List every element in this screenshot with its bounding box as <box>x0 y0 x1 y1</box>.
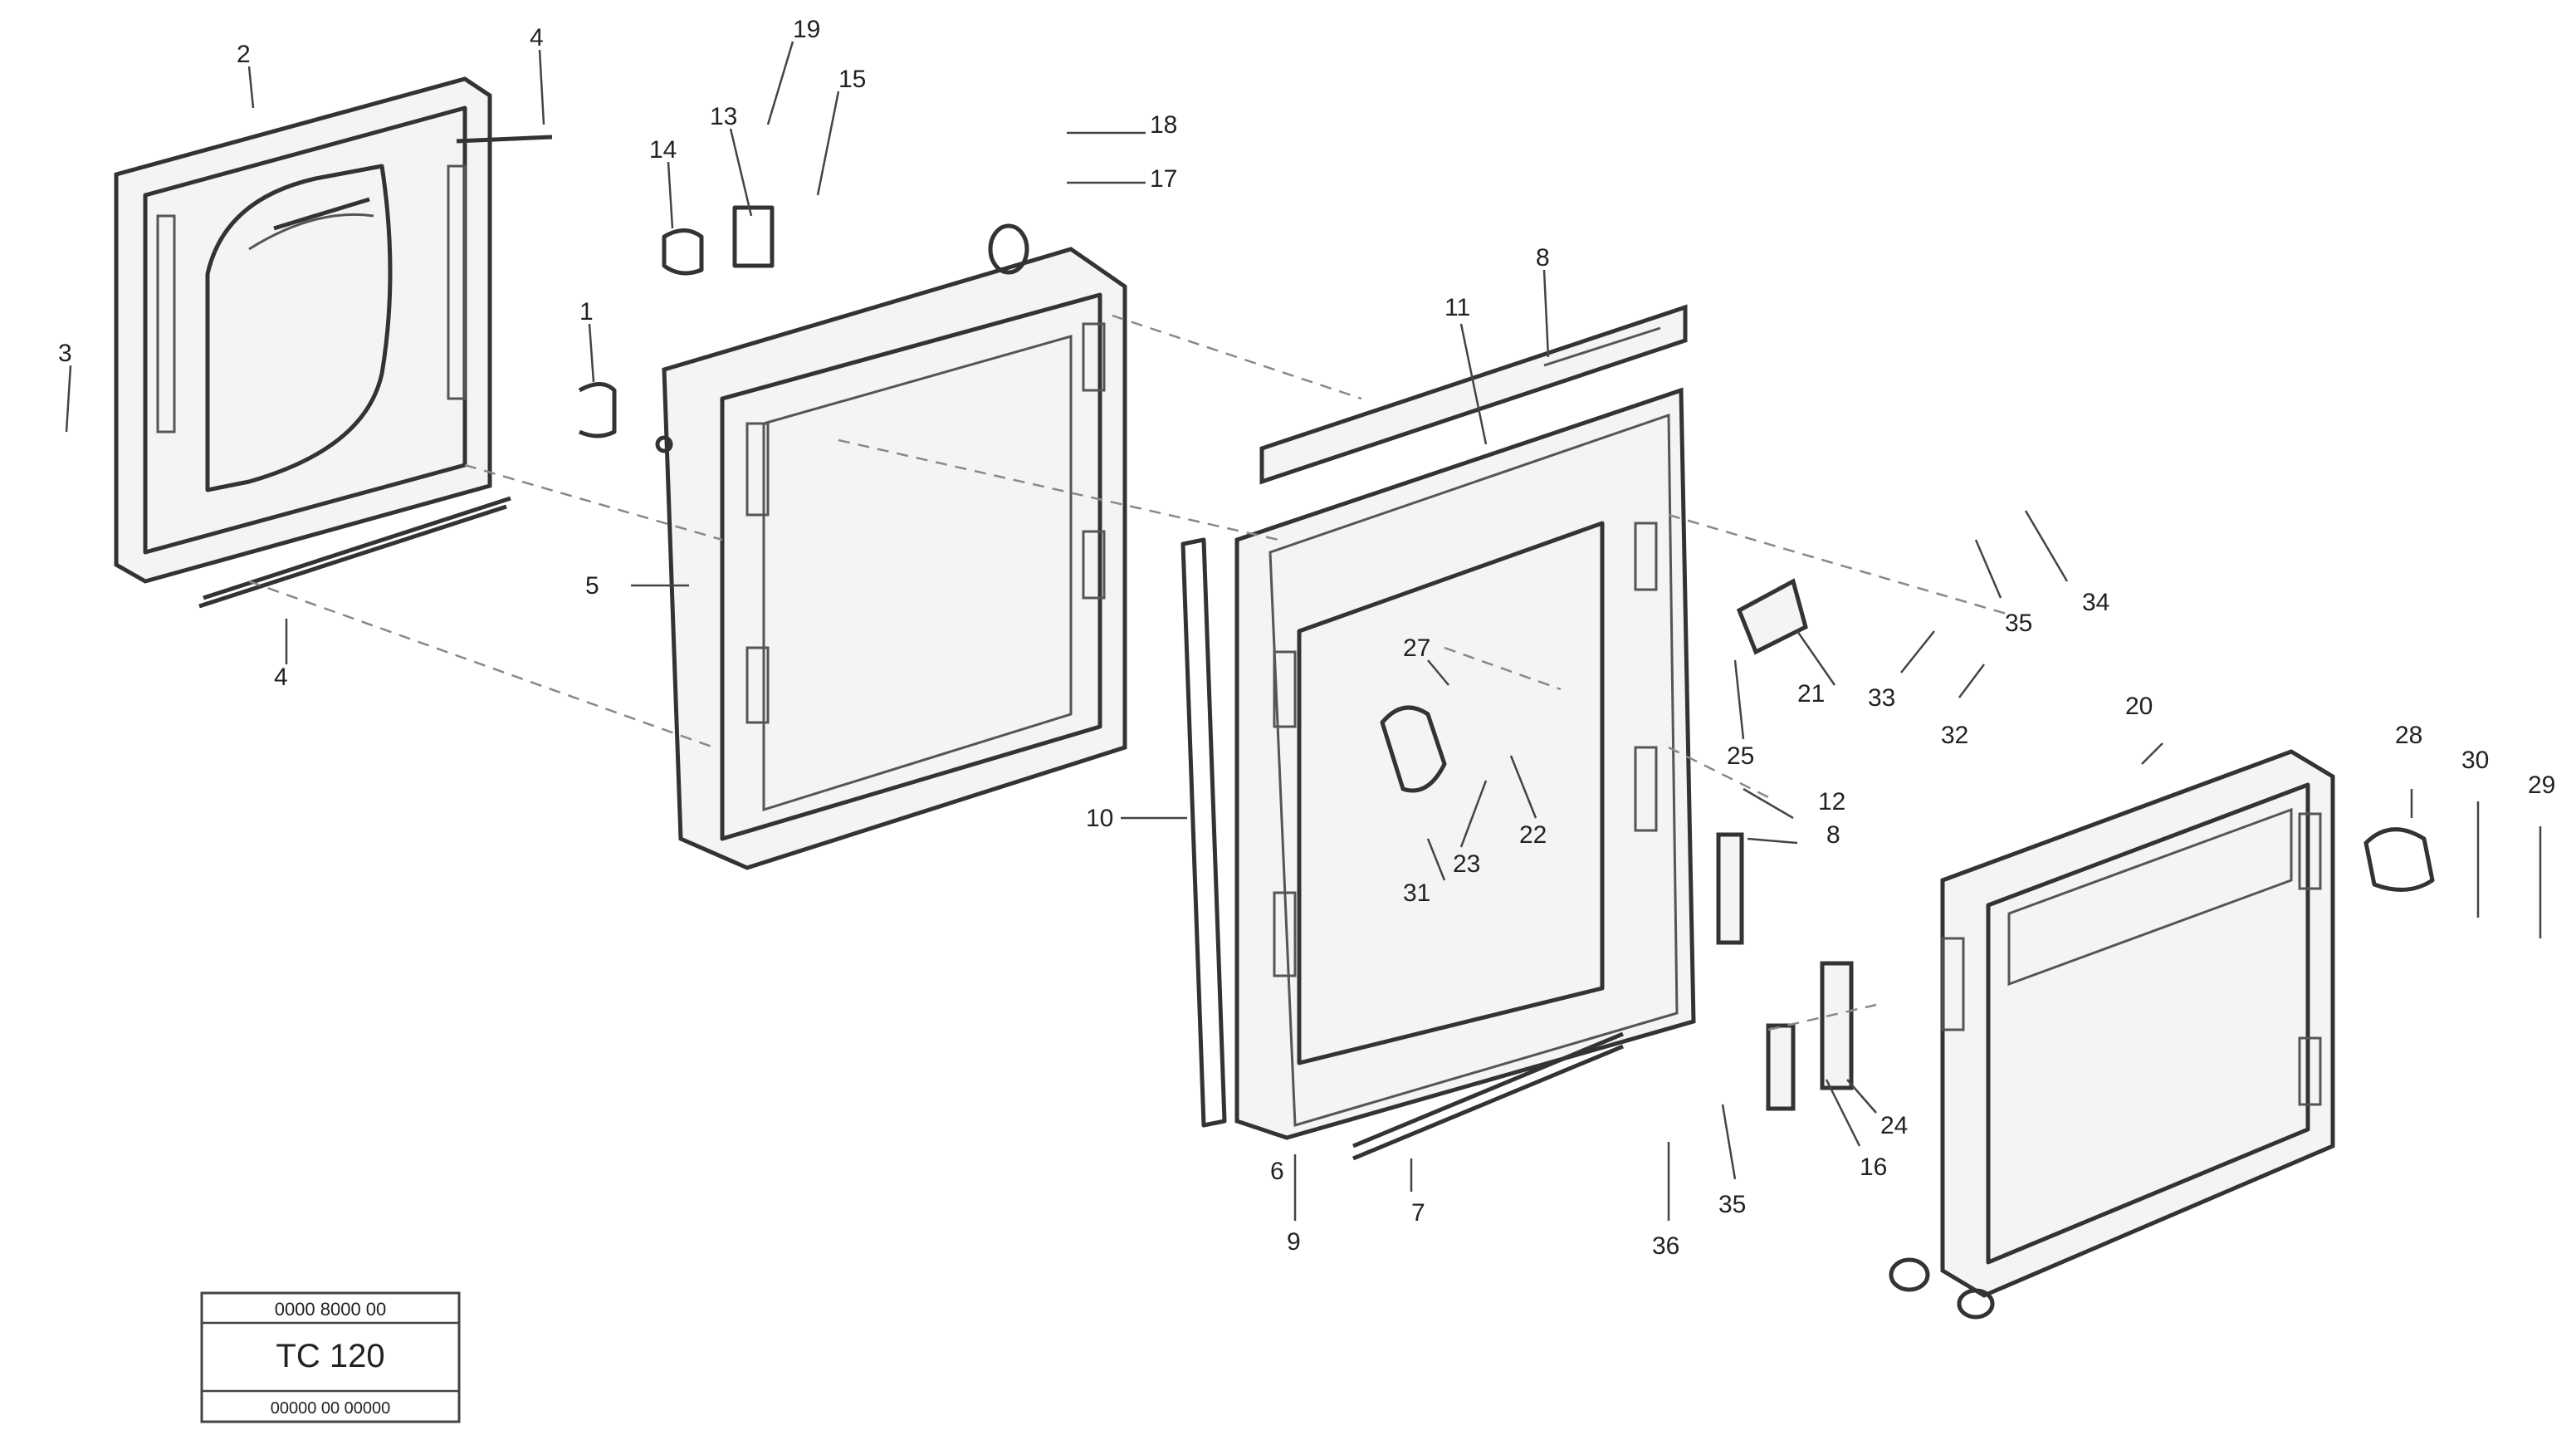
side-radiator <box>1889 749 2335 1320</box>
title-block-main-text: TC 120 <box>276 1338 384 1374</box>
callout-29: 29 <box>2528 771 2555 799</box>
callout-33: 33 <box>1868 684 1895 712</box>
callout-24: 24 <box>1880 1112 1908 1139</box>
title-block-top-text: 0000 8000 00 <box>275 1299 387 1320</box>
callout-22: 22 <box>1519 821 1547 849</box>
callout-30: 30 <box>2461 747 2489 774</box>
callout-27: 27 <box>1403 634 1430 662</box>
callout-31: 31 <box>1403 879 1430 907</box>
callout-3: 3 <box>58 340 72 367</box>
callout-6: 6 <box>1270 1158 1284 1185</box>
callout-14: 14 <box>649 136 677 164</box>
callout-9: 9 <box>1287 1228 1301 1256</box>
small-hardware <box>662 205 2435 1111</box>
callout-8: 8 <box>1536 244 1550 272</box>
fan-shroud <box>114 76 553 609</box>
radiator-frame <box>578 223 1127 870</box>
callout-18: 18 <box>1150 111 1177 139</box>
callout-32: 32 <box>1941 722 1968 749</box>
callout-36: 36 <box>1652 1232 1679 1260</box>
callout-13: 13 <box>710 103 737 130</box>
callout-12: 12 <box>1818 788 1845 816</box>
title-block-bottom-text: 00000 00 00000 <box>271 1399 391 1418</box>
callout-19: 19 <box>793 16 820 43</box>
callout-2: 2 <box>237 41 251 68</box>
assembly-lines <box>248 314 2010 1031</box>
leader-lines <box>65 41 2542 1221</box>
callout-20: 20 <box>2125 693 2153 720</box>
callout-4: 4 <box>274 664 288 691</box>
callout-1: 1 <box>579 298 594 326</box>
callout-10: 10 <box>1086 805 1113 832</box>
callout-16: 16 <box>1860 1153 1887 1181</box>
title-block: 0000 8000 00 TC 120 00000 00 00000 <box>200 1291 461 1423</box>
part-callouts: 2 4 3 4 14 13 19 15 18 17 1 5 11 8 10 27… <box>58 16 2555 1260</box>
intercooler-frame <box>1180 387 1696 1161</box>
callout-8: 8 <box>1826 821 1840 849</box>
callout-23: 23 <box>1453 850 1480 878</box>
callout-28: 28 <box>2395 722 2422 749</box>
callout-25: 25 <box>1727 742 1754 770</box>
callout-4: 4 <box>530 24 544 51</box>
callout-7: 7 <box>1411 1199 1425 1227</box>
mounting-strip-11 <box>1259 304 1688 485</box>
callout-35: 35 <box>2005 610 2032 637</box>
callout-35: 35 <box>1718 1191 1746 1218</box>
callout-15: 15 <box>838 66 866 93</box>
callout-34: 34 <box>2082 589 2109 616</box>
callout-21: 21 <box>1797 680 1825 708</box>
callout-17: 17 <box>1150 165 1177 193</box>
callout-5: 5 <box>585 572 599 600</box>
callout-11: 11 <box>1444 294 1470 321</box>
